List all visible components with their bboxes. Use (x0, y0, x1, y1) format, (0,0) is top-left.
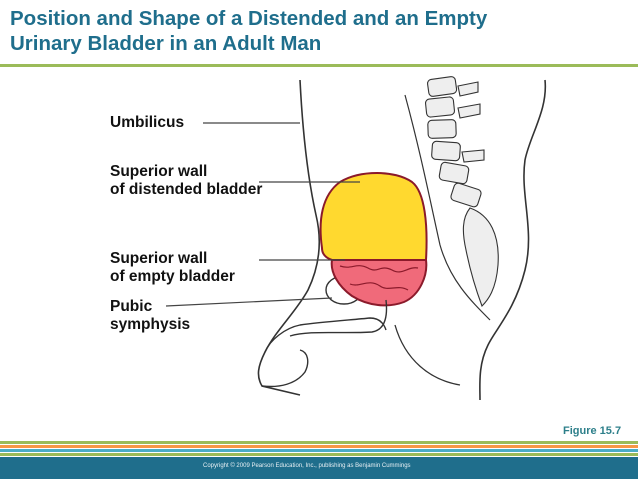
body-outline (257, 79, 321, 396)
title-divider (0, 64, 638, 67)
pelvis-outline (404, 94, 491, 321)
penis-outline-lower (261, 349, 309, 388)
label-superior-wall-distended: Superior wall of distended bladder (110, 163, 262, 199)
copyright-text: Copyright © 2009 Pearson Education, Inc.… (203, 463, 411, 469)
label-line: of distended bladder (110, 181, 263, 198)
perineum-outline (394, 324, 461, 386)
label-line: symphysis (110, 316, 191, 333)
back-outline (479, 79, 547, 401)
footer-stripe-orange (0, 445, 638, 448)
urethra (289, 299, 388, 337)
label-pubic-symphysis: Pubic symphysis (110, 298, 190, 334)
label-line: Superior wall (110, 163, 208, 180)
label-line: Pubic (110, 298, 153, 315)
label-umbilicus: Umbilicus (110, 114, 185, 131)
footer-stripe-green-2 (0, 453, 638, 456)
title-line-1: Position and Shape of a Distended and an… (10, 7, 488, 30)
leader-pubic (165, 297, 333, 307)
spine (424, 76, 499, 307)
empty-bladder-rugae (339, 265, 419, 291)
distended-bladder (319, 172, 428, 261)
footer-bar (0, 457, 638, 479)
label-line: of empty bladder (110, 268, 235, 285)
label-superior-wall-empty: Superior wall of empty bladder (110, 250, 235, 286)
penis-outline (264, 317, 387, 353)
slide-title: Position and Shape of a Distended and an… (10, 6, 630, 56)
label-line: Superior wall (110, 250, 208, 267)
figure-caption: Figure 15.7 (563, 425, 622, 437)
title-line-2: Urinary Bladder in an Adult Man (10, 32, 322, 55)
footer-stripe-green (0, 441, 638, 444)
footer-stripe-blue (0, 449, 638, 452)
